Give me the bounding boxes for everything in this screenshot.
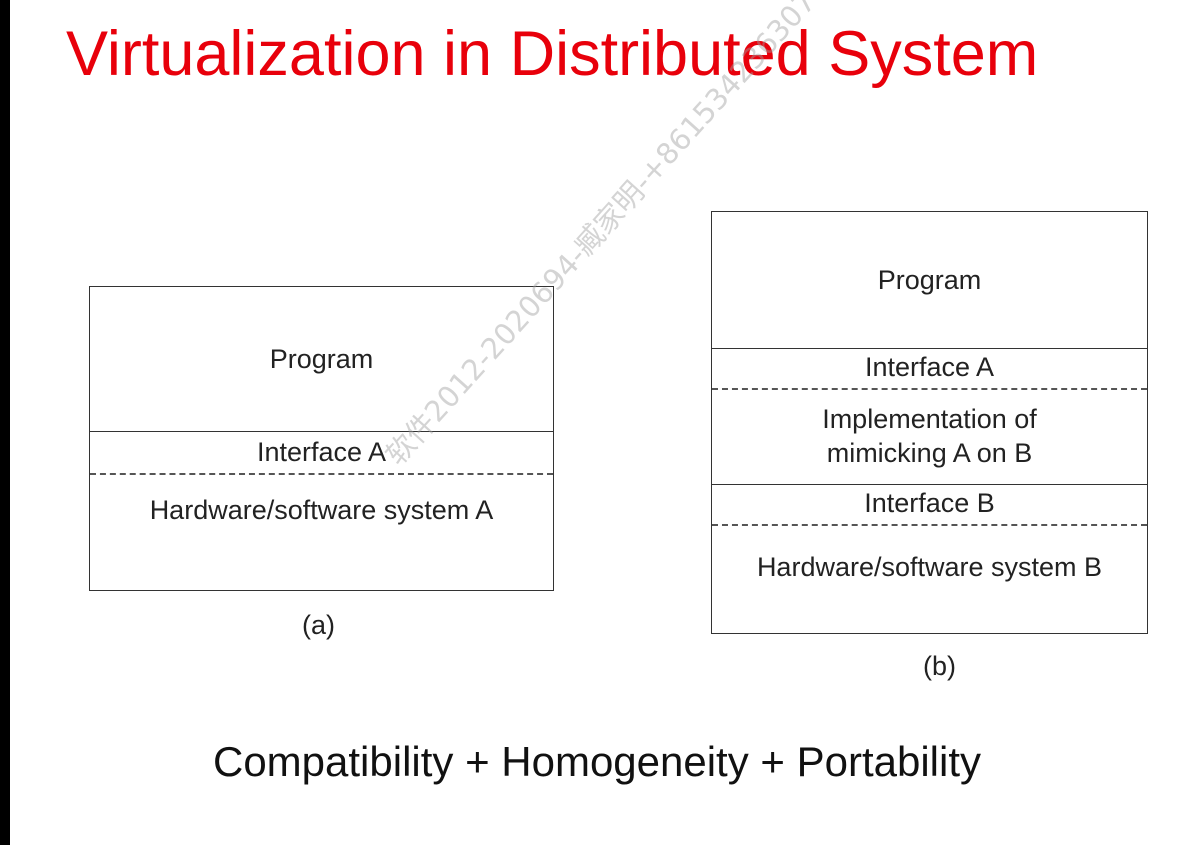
diagram-a-program: Program bbox=[269, 344, 374, 374]
diagram-b-implementation-line1: Implementation of bbox=[822, 404, 1037, 434]
diagram-a-divider bbox=[90, 431, 553, 432]
diagram-b-interface-b: Interface B bbox=[864, 488, 995, 518]
diagram-a: Program Interface A Hardware/software sy… bbox=[89, 286, 554, 591]
diagram-a-dashed-divider bbox=[90, 473, 553, 475]
diagram-b: Program Interface A Implementation of mi… bbox=[711, 211, 1148, 634]
diagram-a-caption: (a) bbox=[302, 610, 335, 640]
diagram-b-dashed-divider-1 bbox=[712, 388, 1147, 390]
diagram-a-system: Hardware/software system A bbox=[149, 495, 494, 525]
diagram-b-dashed-divider-2 bbox=[712, 524, 1147, 526]
diagram-b-interface-a: Interface A bbox=[864, 352, 995, 382]
diagram-b-caption: (b) bbox=[923, 651, 956, 681]
diagram-b-divider-1 bbox=[712, 348, 1147, 349]
tagline: Compatibility + Homogeneity + Portabilit… bbox=[212, 738, 982, 785]
diagram-b-implementation: Implementation of mimicking A on B bbox=[712, 390, 1147, 482]
diagram-b-divider-2 bbox=[712, 484, 1147, 485]
diagram-b-implementation-line2: mimicking A on B bbox=[826, 438, 1033, 468]
diagram-a-interface-a: Interface A bbox=[256, 437, 387, 467]
diagram-b-program: Program bbox=[877, 265, 982, 295]
left-edge-bar bbox=[0, 0, 10, 845]
diagram-b-system: Hardware/software system B bbox=[756, 552, 1103, 582]
slide-title: Virtualization in Distributed System bbox=[66, 19, 1039, 89]
